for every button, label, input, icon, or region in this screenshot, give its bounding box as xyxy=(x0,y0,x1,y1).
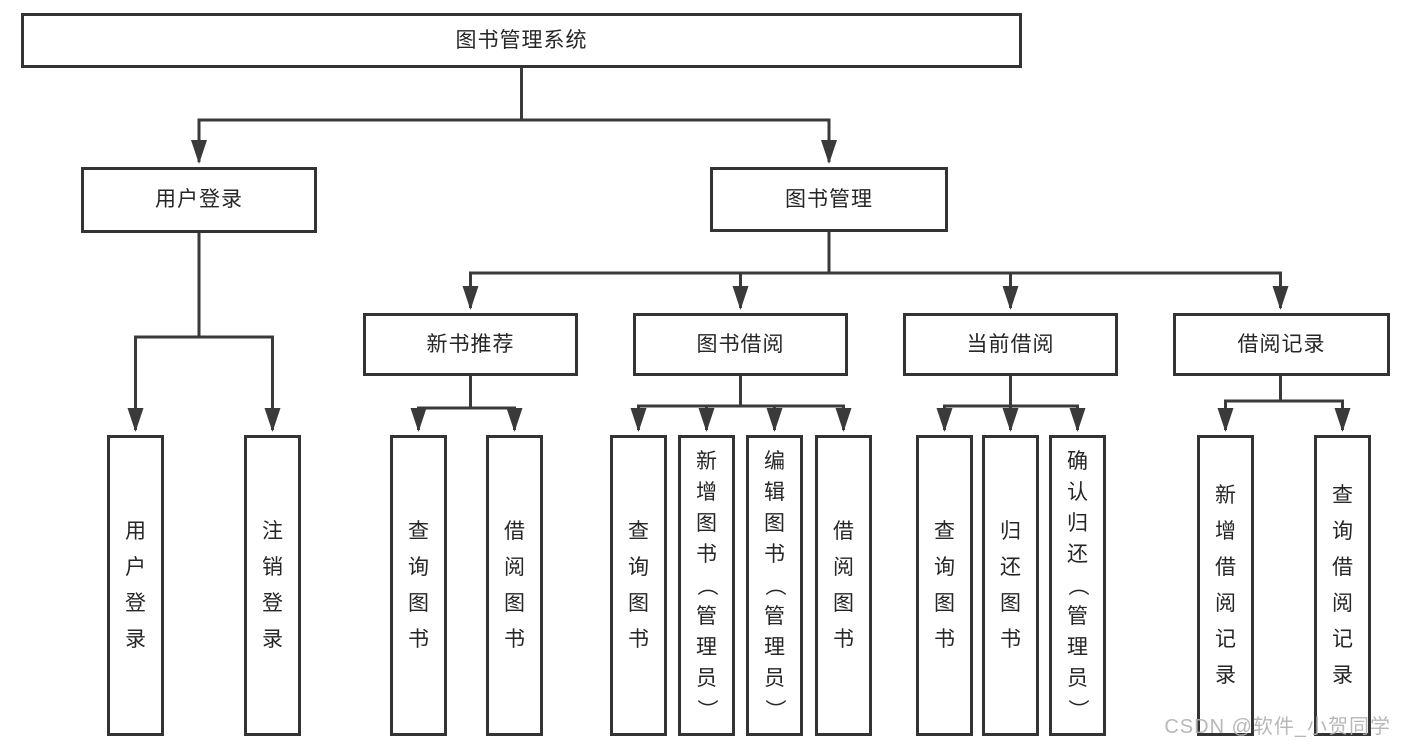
connector-arrows xyxy=(127,118,1351,432)
node-leaf-query-borrow-record-label: 查询借阅记录 xyxy=(1332,483,1353,687)
node-leaf-query-books-3: 查询图书 xyxy=(916,435,973,736)
node-leaf-borrow-books-2-label: 借阅图书 xyxy=(833,519,854,651)
node-leaf-add-borrow-record: 新增借阅记录 xyxy=(1197,435,1254,736)
node-book-borrow: 图书借阅 xyxy=(633,313,848,376)
node-leaf-logout-label: 注销登录 xyxy=(262,519,283,651)
node-leaf-return-books: 归还图书 xyxy=(982,435,1039,736)
node-current-borrow: 当前借阅 xyxy=(903,313,1118,376)
node-book-management: 图书管理 xyxy=(710,167,948,232)
node-new-book-recommend: 新书推荐 xyxy=(363,313,578,376)
node-borrow-records-label: 借阅记录 xyxy=(1237,332,1326,356)
csdn-watermark: CSDN @软件_小贺同学 xyxy=(1164,716,1391,738)
node-leaf-query-borrow-record: 查询借阅记录 xyxy=(1314,435,1371,736)
node-leaf-user-login: 用户登录 xyxy=(107,435,164,736)
node-library-system: 图书管理系统 xyxy=(21,13,1022,68)
node-user-login-label: 用户登录 xyxy=(155,188,243,212)
node-leaf-query-books-1: 查询图书 xyxy=(390,435,447,736)
node-current-borrow-label: 当前借阅 xyxy=(966,332,1055,356)
node-leaf-query-books-2-label: 查询图书 xyxy=(628,519,649,651)
node-leaf-add-borrow-record-label: 新增借阅记录 xyxy=(1215,483,1236,687)
node-leaf-confirm-return-admin-label: 确认归还（管理员） xyxy=(1066,450,1089,720)
node-leaf-borrow-books-1-label: 借阅图书 xyxy=(504,519,525,651)
node-borrow-records: 借阅记录 xyxy=(1173,313,1390,376)
node-leaf-add-books-admin: 新增图书（管理员） xyxy=(678,435,735,736)
node-leaf-query-books-2: 查询图书 xyxy=(610,435,667,736)
node-leaf-edit-books-admin-label: 编辑图书（管理员） xyxy=(763,450,786,720)
node-leaf-query-books-1-label: 查询图书 xyxy=(408,519,429,651)
node-leaf-query-books-3-label: 查询图书 xyxy=(934,519,955,651)
node-user-login: 用户登录 xyxy=(81,167,317,233)
node-leaf-add-books-admin-label: 新增图书（管理员） xyxy=(695,450,718,720)
node-leaf-logout: 注销登录 xyxy=(244,435,301,736)
node-new-book-recommend-label: 新书推荐 xyxy=(426,332,515,356)
node-leaf-edit-books-admin: 编辑图书（管理员） xyxy=(746,435,803,736)
node-leaf-return-books-label: 归还图书 xyxy=(1000,519,1021,651)
node-leaf-user-login-label: 用户登录 xyxy=(125,519,146,651)
node-leaf-borrow-books-2: 借阅图书 xyxy=(815,435,872,736)
node-leaf-confirm-return-admin: 确认归还（管理员） xyxy=(1049,435,1106,736)
node-book-management-label: 图书管理 xyxy=(785,187,873,211)
node-leaf-borrow-books-1: 借阅图书 xyxy=(486,435,543,736)
node-library-system-label: 图书管理系统 xyxy=(455,28,588,52)
node-book-borrow-label: 图书借阅 xyxy=(696,332,785,356)
